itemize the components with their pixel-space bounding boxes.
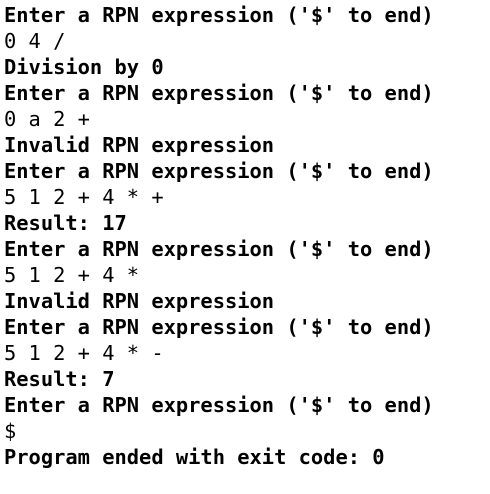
user-input-line: 0 a 2 + (4, 107, 90, 131)
user-input-line: 5 1 2 + 4 * (4, 263, 140, 287)
error-message: Invalid RPN expression (4, 133, 275, 157)
result-line: Result: 7 (4, 367, 115, 391)
user-input-line: $ (4, 419, 17, 443)
error-message: Invalid RPN expression (4, 289, 275, 313)
error-message: Division by 0 (4, 55, 164, 79)
prompt-line: Enter a RPN expression ('$' to end) (4, 81, 434, 105)
prompt-line: Enter a RPN expression ('$' to end) (4, 393, 434, 417)
result-line: Result: 17 (4, 211, 127, 235)
prompt-line: Enter a RPN expression ('$' to end) (4, 3, 434, 27)
user-input-line: 0 4 / (4, 29, 66, 53)
exit-status-line: Program ended with exit code: 0 (4, 445, 385, 469)
user-input-line: 5 1 2 + 4 * - (4, 341, 164, 365)
prompt-line: Enter a RPN expression ('$' to end) (4, 237, 434, 261)
user-input-line: 5 1 2 + 4 * + (4, 185, 164, 209)
prompt-line: Enter a RPN expression ('$' to end) (4, 159, 434, 183)
prompt-line: Enter a RPN expression ('$' to end) (4, 315, 434, 339)
